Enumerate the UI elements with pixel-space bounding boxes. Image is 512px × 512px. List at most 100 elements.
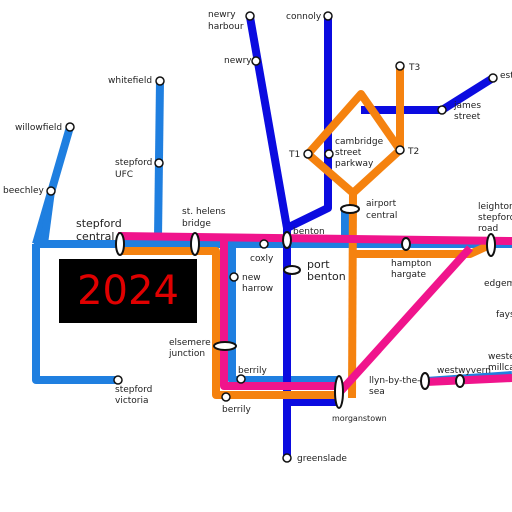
label-new-harrow: harrow: [242, 284, 273, 294]
label-james-street: james: [453, 101, 481, 111]
label-newry-harbour: harbour: [208, 22, 244, 32]
label-stepford-ufc: UFC: [115, 170, 133, 180]
label-newry: newry: [224, 56, 252, 66]
label-leighton-stepford-road: stepford: [478, 213, 512, 223]
pink-line-main: [117, 232, 512, 245]
label-t3: T3: [408, 63, 420, 73]
pink-line-elsemere: [220, 240, 338, 390]
label-stepford-victoria: stepford: [115, 385, 152, 395]
label-beechley: beechley: [3, 186, 44, 196]
label-port-benton: benton: [307, 270, 346, 283]
label-port-benton: port: [307, 258, 330, 271]
blue-line-connoly: [285, 16, 332, 232]
interchange-westwyvern: [455, 374, 465, 388]
interchange-markers: [115, 204, 496, 409]
label-berrily-north: berrily: [238, 366, 267, 376]
station-new-harrow: [229, 272, 239, 282]
station-beechley: [46, 186, 56, 196]
label-elsemere-junction: elsemere: [169, 338, 211, 348]
sky-line-victoria: [32, 244, 118, 384]
label-leighton-stepford-road: leighton: [478, 202, 512, 212]
label-llyn-by-the-sea: llyn-by-the-: [369, 376, 420, 386]
blue-line-newry-harbour: [246, 16, 291, 229]
station-labels: newry harbour connoly newry T3 est james…: [3, 10, 512, 464]
interchange-airport-central: [340, 204, 360, 214]
pink-line-llyn: [337, 245, 473, 395]
label-greenslade: greenslade: [297, 454, 347, 464]
label-hampton-hargate: hargate: [391, 270, 427, 280]
interchange-elsemere-junction: [213, 341, 237, 351]
label-westercoast: weste: [488, 352, 512, 362]
label-est: est: [500, 71, 512, 81]
station-t1: [303, 149, 313, 159]
interchange-hampton-hargate: [401, 237, 411, 251]
label-cambridge-street-parkway: cambridge: [335, 137, 384, 147]
label-james-street: street: [454, 112, 481, 122]
label-cambridge-street-parkway: street: [335, 148, 362, 158]
station-connoly: [323, 11, 333, 21]
label-newry-harbour: newry: [208, 10, 236, 20]
label-westwyvern: westwyvern: [437, 366, 491, 376]
orange-line-main: [120, 247, 338, 399]
station-berrily-south: [221, 392, 231, 402]
sky-line-branch-south: [228, 244, 338, 384]
station-newry-harbour: [245, 11, 255, 21]
station-t3: [395, 61, 405, 71]
label-stepford-ufc: stepford: [115, 158, 152, 168]
pink-line: [117, 232, 512, 395]
station-stepford-victoria: [113, 375, 123, 385]
interchange-llyn-by-the-sea: [420, 372, 430, 390]
station-james-street: [437, 105, 447, 115]
label-berrily-south: berrily: [222, 405, 251, 415]
interchange-stepford-central: [115, 232, 125, 256]
year-label: 2024: [77, 268, 179, 314]
sky-line-willowfield: [32, 125, 74, 246]
label-stepford-victoria: victoria: [115, 396, 149, 406]
label-connoly: connoly: [286, 12, 322, 22]
interchange-morganstown: [334, 375, 344, 409]
sky-line-beechley: [40, 190, 55, 245]
label-morganstown: morganstown: [332, 414, 387, 423]
label-whitefield: whitefield: [108, 76, 152, 86]
station-newry: [251, 56, 261, 66]
station-est: [488, 73, 498, 83]
label-airport-central: airport: [366, 199, 397, 209]
sky-line: [32, 80, 512, 385]
interchange-benton: [282, 231, 292, 249]
label-fays: fays: [496, 310, 512, 320]
label-hampton-hargate: hampton: [391, 259, 431, 269]
label-airport-central: central: [366, 211, 397, 221]
station-willowfield: [65, 122, 75, 132]
station-stepford-ufc: [154, 158, 164, 168]
label-st-helens-bridge: st. helens: [182, 207, 226, 217]
station-cambridge: [324, 149, 334, 159]
interchange-leighton-stepford-road: [486, 233, 496, 257]
label-coxly: coxly: [250, 254, 274, 264]
label-leighton-stepford-road: road: [478, 224, 498, 234]
pink-line-west-wyvern: [425, 374, 512, 386]
label-llyn-by-the-sea: sea: [369, 387, 385, 397]
label-st-helens-bridge: bridge: [182, 219, 211, 229]
label-elsemere-junction: junction: [168, 349, 205, 359]
label-benton: benton: [293, 227, 325, 237]
label-new-harrow: new: [242, 273, 261, 283]
interchange-port-benton: [283, 265, 301, 275]
interchange-st-helens-bridge: [190, 232, 200, 256]
station-whitefield: [155, 76, 165, 86]
station-berrily-north: [236, 374, 246, 384]
label-stepford-central: central: [76, 230, 114, 243]
orange-line-hampton: [352, 239, 496, 258]
station-markers: [46, 11, 498, 463]
station-greenslade: [282, 453, 292, 463]
station-t2: [395, 145, 405, 155]
label-edgemead: edgem: [484, 279, 512, 289]
label-stepford-central: stepford: [76, 217, 122, 230]
label-t1: T1: [288, 150, 300, 160]
label-westercoast: millca: [488, 363, 512, 373]
label-cambridge-street-parkway: parkway: [335, 159, 374, 169]
orange-line-airport: [348, 192, 357, 399]
label-willowfield: willowfield: [15, 123, 62, 133]
label-t2: T2: [407, 147, 419, 157]
year-banner: [59, 259, 197, 323]
